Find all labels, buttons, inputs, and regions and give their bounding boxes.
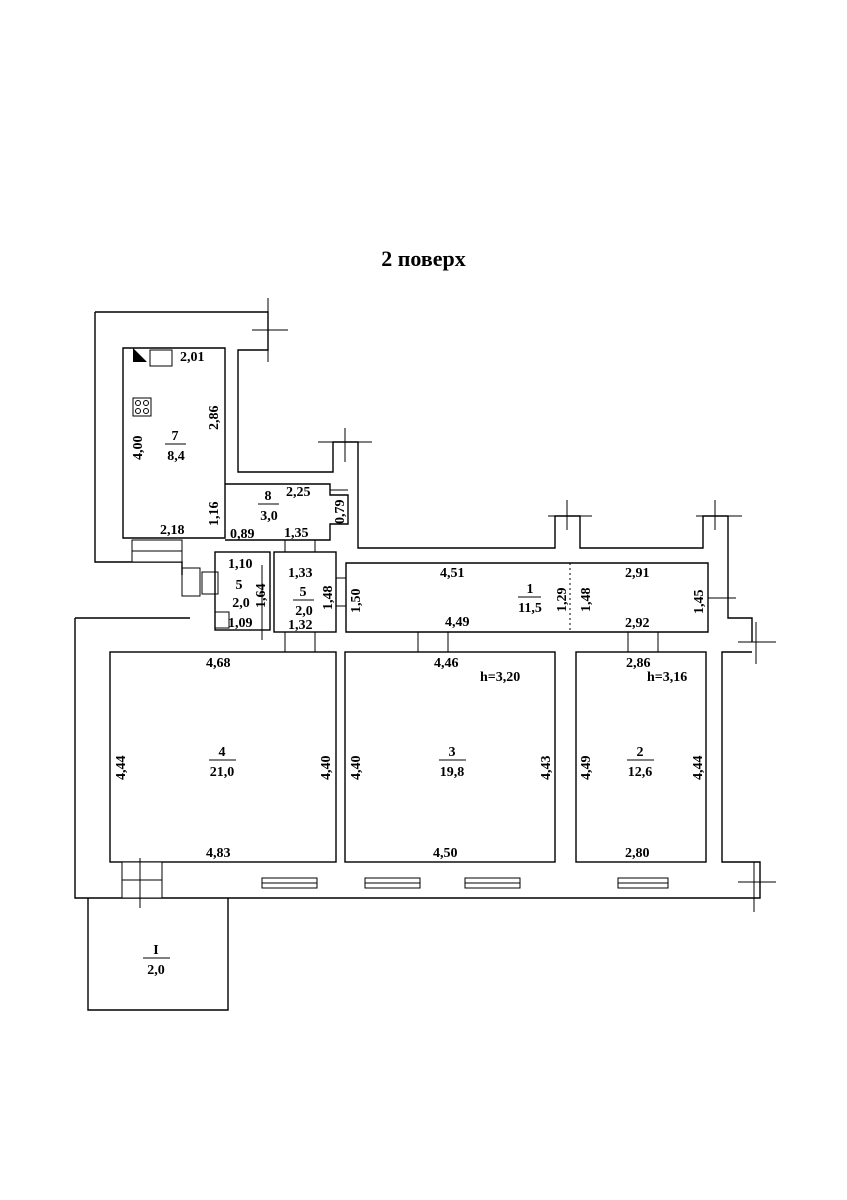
windows (121, 539, 669, 899)
dim-r6-bottom: 1,09 (228, 616, 253, 631)
room-4-number: 4 (219, 745, 226, 760)
room-3 (344, 651, 556, 863)
room-8 (224, 483, 349, 541)
room-1-number: 1 (527, 582, 534, 597)
dim-r7-right-low: 1,16 (207, 502, 222, 527)
room-7-number: 7 (172, 429, 179, 444)
dim-r8-right: 0,79 (333, 500, 348, 525)
dim-r8-top: 2,25 (286, 485, 311, 500)
outer-walls (74, 311, 761, 1011)
dimension-labels: 2,01 4,00 2,86 2,18 1,16 2,25 0,79 0,89 … (114, 350, 707, 861)
dim-r5-bottom: 1,32 (288, 618, 313, 633)
dim-r1-bottom-right: 2,92 (625, 616, 650, 631)
room-I-number: I (153, 943, 158, 958)
dim-r6-top: 1,10 (228, 557, 253, 572)
sink-icon (149, 349, 173, 367)
dim-r3-right: 4,43 (539, 756, 554, 781)
room-2-number: 2 (637, 745, 644, 760)
toilet-icon (201, 571, 219, 595)
dim-r1-left: 1,50 (349, 589, 364, 614)
room-2-area: 12,6 (628, 765, 653, 780)
dim-r7-left: 4,00 (131, 436, 146, 461)
room-4 (109, 651, 337, 863)
room-1-area: 11,5 (518, 601, 542, 616)
dim-r2-top: 2,86 (626, 656, 651, 671)
dim-r4-right: 4,40 (319, 756, 334, 781)
room-8-number: 8 (265, 489, 272, 504)
dim-r1-right: 1,45 (692, 590, 707, 615)
room-4-area: 21,0 (210, 765, 235, 780)
dim-r4-top: 4,68 (206, 656, 231, 671)
room-7-area: 8,4 (167, 449, 185, 464)
room-I-area: 2,0 (147, 963, 165, 978)
dim-r7-right: 2,86 (207, 406, 222, 431)
room-5-number: 5 (300, 585, 307, 600)
shower-icon (214, 611, 230, 629)
ceiling-heights: h=3,20 h=3,16 (480, 670, 687, 685)
dim-r3-bottom: 4,50 (433, 846, 458, 861)
dim-r1-top-right: 2,91 (625, 566, 650, 581)
room-5-area: 2,0 (295, 604, 313, 619)
room-6-area: 2,0 (232, 596, 250, 611)
dim-r4-left: 4,44 (114, 756, 129, 781)
dim-r1-mid1: 1,29 (555, 588, 570, 613)
room-2-height: h=3,16 (647, 670, 687, 685)
room-8-area: 3,0 (260, 509, 278, 524)
stove-icon (132, 397, 152, 417)
room-labels: 7 8,4 8 3,0 5 2,0 5 2,0 1 11,5 4 21,0 3 … (143, 429, 654, 978)
dim-r4-bottom: 4,83 (206, 846, 231, 861)
dim-r5-right: 1,48 (321, 586, 336, 611)
dim-r1-top: 4,51 (440, 566, 465, 581)
doors (181, 539, 659, 653)
cross-marks (139, 298, 776, 912)
dim-r3-top: 4,46 (434, 656, 459, 671)
room-3-height: h=3,20 (480, 670, 520, 685)
dim-r8-bottom-left: 0,89 (230, 527, 255, 542)
dim-r1-bottom: 4,49 (445, 615, 470, 630)
room-7 (122, 347, 226, 539)
dim-r3-left: 4,40 (349, 756, 364, 781)
room-3-number: 3 (449, 745, 456, 760)
room-1 (345, 562, 709, 633)
room-6 (201, 551, 271, 631)
dim-r6-right: 1,64 (254, 584, 269, 609)
dim-r7-top: 2,01 (180, 350, 205, 365)
dim-r2-left: 4,49 (579, 756, 594, 781)
dim-r7-bottom: 2,18 (160, 523, 185, 538)
dim-r1-mid2: 1,48 (579, 588, 594, 613)
dim-r8-bottom-right: 1,35 (284, 526, 309, 541)
dim-r2-right: 4,44 (691, 756, 706, 781)
dim-r5-top: 1,33 (288, 566, 313, 581)
plan-title: 2 поверх (381, 246, 466, 271)
corner-marker-icon (133, 348, 147, 362)
dim-r2-bottom: 2,80 (625, 846, 650, 861)
room-6-number: 5 (236, 578, 243, 593)
room-3-area: 19,8 (440, 765, 465, 780)
